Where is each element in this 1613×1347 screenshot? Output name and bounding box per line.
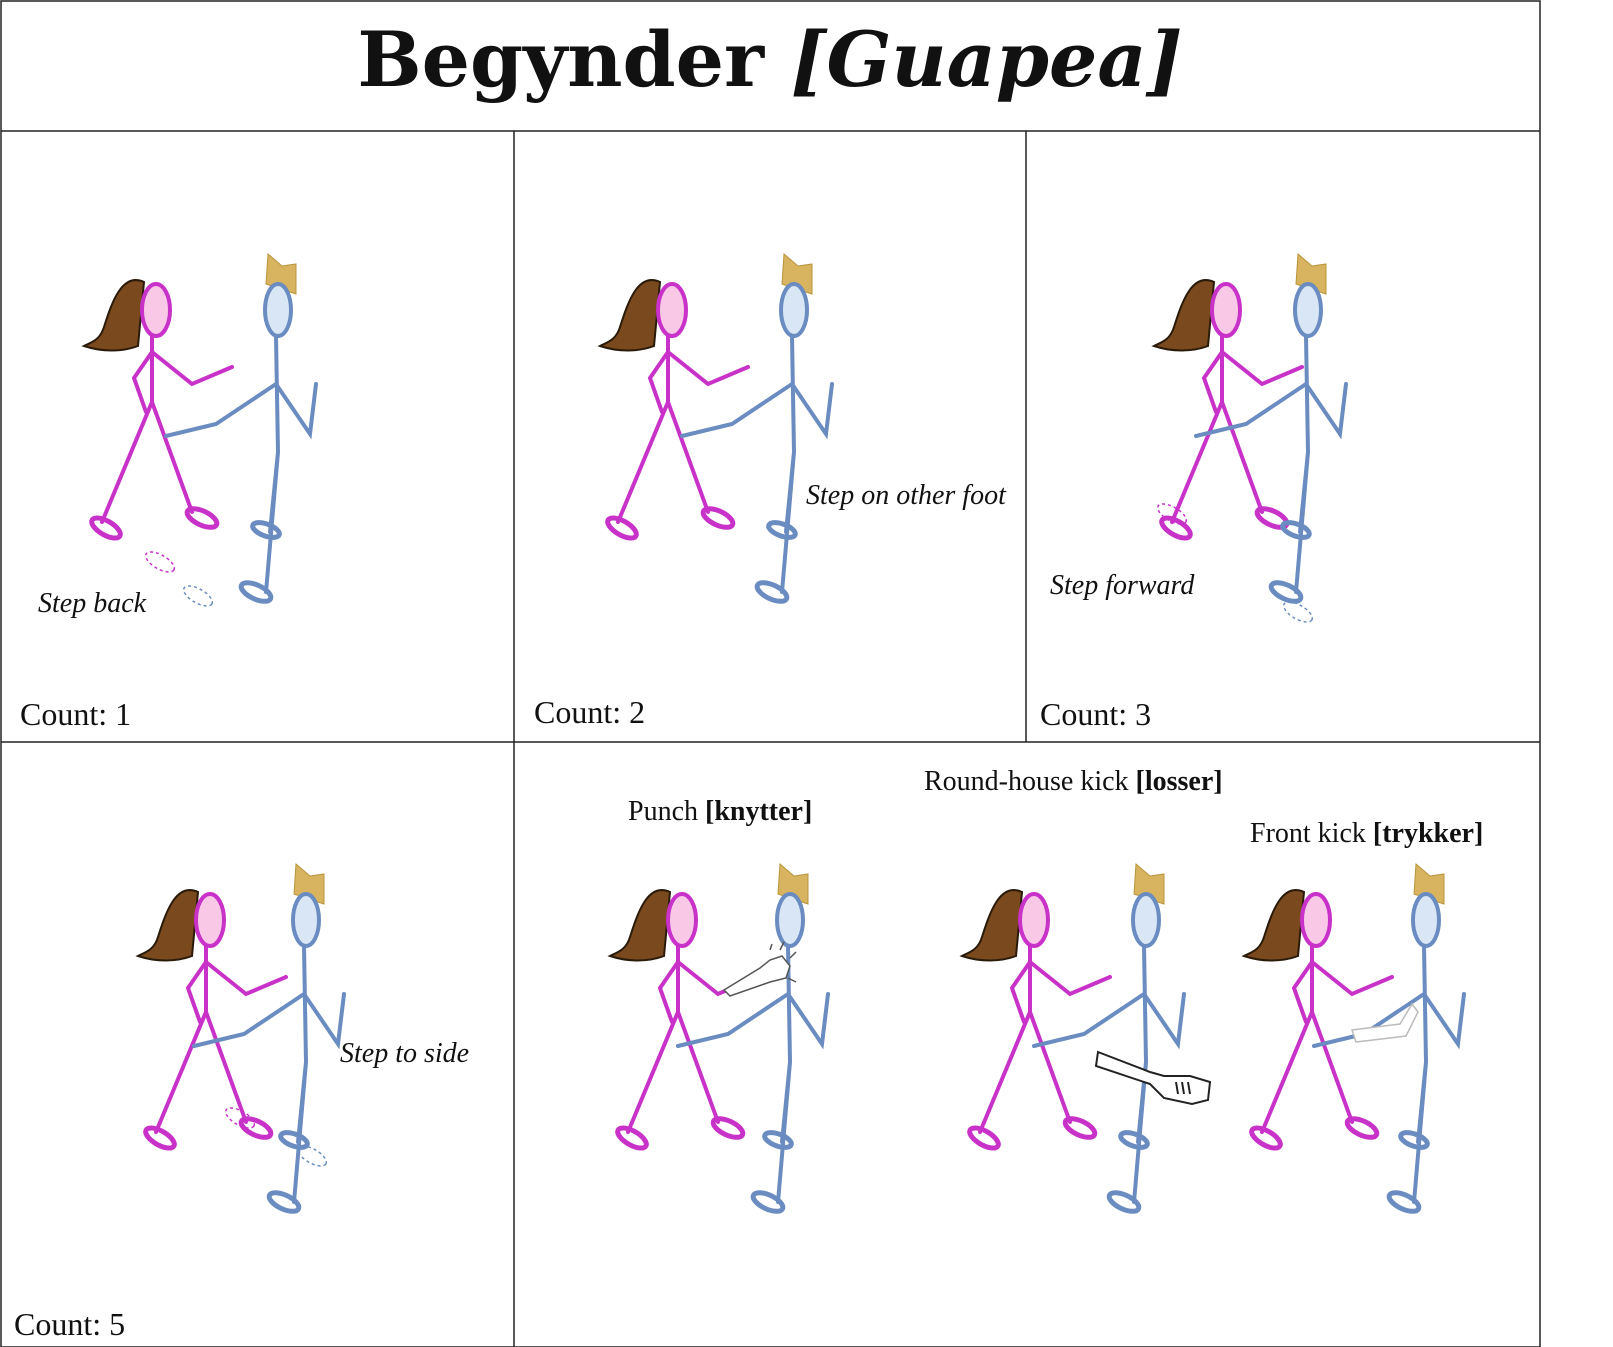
previous-step-mark	[224, 1107, 256, 1129]
previous-step-mark	[1282, 601, 1314, 623]
step-note: Step on other foot	[806, 480, 1006, 511]
roundhouse-figures	[962, 864, 1212, 1215]
step-note: Step back	[38, 588, 147, 619]
shoe-icon	[1094, 1050, 1212, 1106]
man-figure	[678, 864, 828, 1215]
kicking-leg-icon	[1350, 1002, 1419, 1043]
man-figure	[682, 254, 832, 605]
variation-label: Punch [knytter]	[628, 796, 813, 827]
count-label: Count: 3	[1040, 696, 1152, 732]
woman-figure	[600, 280, 748, 542]
previous-step-mark	[296, 1145, 328, 1167]
panel-2-figures	[600, 254, 832, 605]
step-note: Step forward	[1050, 570, 1195, 601]
previous-step-mark	[144, 551, 176, 573]
grid-lines	[0, 0, 1541, 1347]
previous-step-mark	[1156, 503, 1188, 525]
fist-icon	[722, 941, 797, 997]
step-note: Step to side	[340, 1038, 470, 1069]
page-title: Begynder [Guapea]	[357, 15, 1183, 104]
woman-figure	[610, 890, 758, 1152]
variation-label: Round-house kick [losser]	[924, 766, 1223, 797]
count-label: Count: 5	[14, 1306, 126, 1342]
woman-figure	[962, 890, 1110, 1152]
woman-figure	[1154, 280, 1302, 542]
punch-figures	[610, 864, 828, 1215]
panel-1-figures	[84, 254, 316, 610]
previous-step-mark	[182, 585, 214, 607]
count-label: Count: 1	[20, 696, 132, 732]
man-figure	[1034, 864, 1184, 1215]
man-figure	[1314, 864, 1464, 1215]
count-label: Count: 2	[534, 694, 646, 730]
man-figure	[166, 254, 316, 605]
panel-4-figures	[138, 864, 344, 1215]
variation-label: Front kick [trykker]	[1250, 818, 1484, 849]
panel-3-figures	[1154, 254, 1346, 623]
front-kick-figures	[1244, 864, 1464, 1215]
woman-figure	[1244, 890, 1392, 1152]
woman-figure	[84, 280, 232, 542]
